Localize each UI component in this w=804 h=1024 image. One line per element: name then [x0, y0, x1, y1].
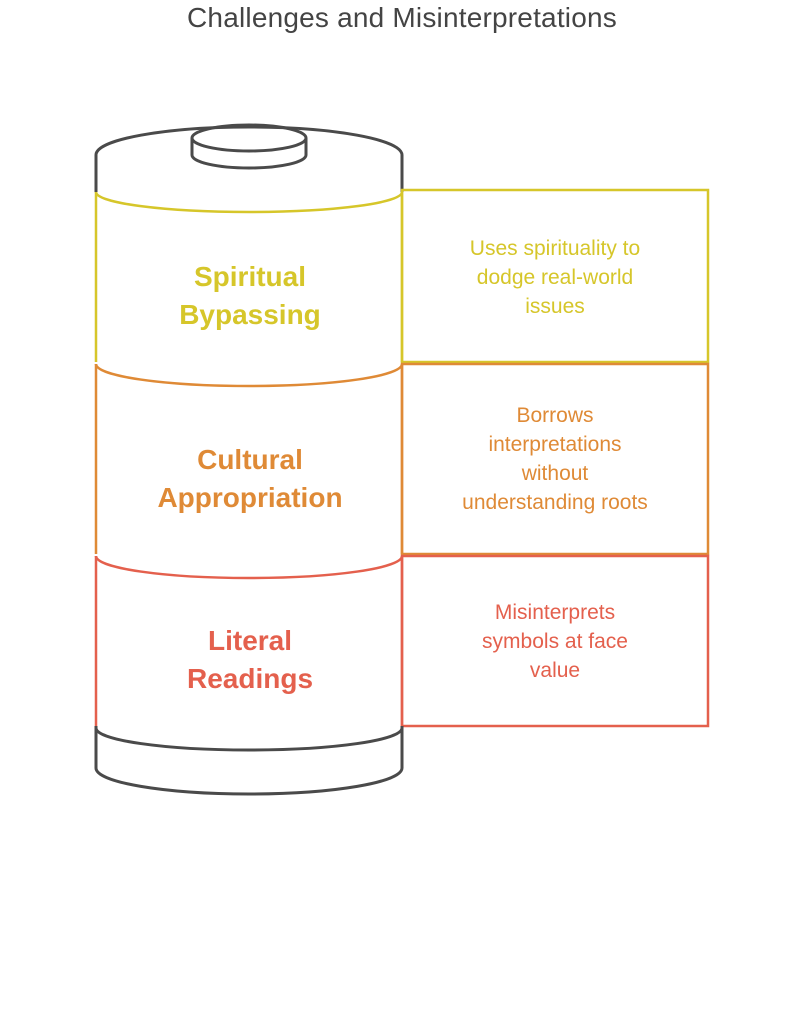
- label-line: Bypassing: [179, 299, 321, 330]
- desc-line: Misinterprets: [494, 601, 616, 624]
- label-line: Spiritual: [193, 261, 306, 292]
- desc-cultural-appropriation: Borrows interpretations without understa…: [404, 401, 706, 517]
- segment-literal-readings: [94, 554, 710, 728]
- desc-line: interpretations: [488, 433, 622, 456]
- label-line: Literal: [207, 625, 293, 656]
- segment-spiritual-bypassing: [94, 188, 710, 364]
- desc-line: issues: [525, 295, 585, 318]
- label-line: Readings: [186, 663, 314, 694]
- battery-top-cap: [94, 123, 404, 192]
- segment-cultural-appropriation: [94, 362, 710, 556]
- desc-line: without: [521, 462, 589, 485]
- desc-literal-readings: Misinterprets symbols at face value: [404, 598, 706, 685]
- label-cultural-appropriation: Cultural Appropriation: [98, 441, 402, 517]
- desc-line: Uses spirituality to: [469, 237, 641, 260]
- desc-line: value: [529, 659, 581, 682]
- label-literal-readings: Literal Readings: [98, 622, 402, 698]
- desc-line: symbols at face: [482, 630, 628, 653]
- desc-line: Borrows: [516, 404, 594, 427]
- desc-line: understanding roots: [462, 491, 648, 514]
- label-spiritual-bypassing: Spiritual Bypassing: [98, 258, 402, 334]
- desc-spiritual-bypassing: Uses spirituality to dodge real-world is…: [404, 234, 706, 321]
- desc-line: dodge real-world: [476, 266, 634, 289]
- battery-bottom: [94, 726, 404, 796]
- label-line: Appropriation: [157, 482, 343, 513]
- diagram-title: Challenges and Misinterpretations: [187, 2, 617, 33]
- label-line: Cultural: [197, 444, 303, 475]
